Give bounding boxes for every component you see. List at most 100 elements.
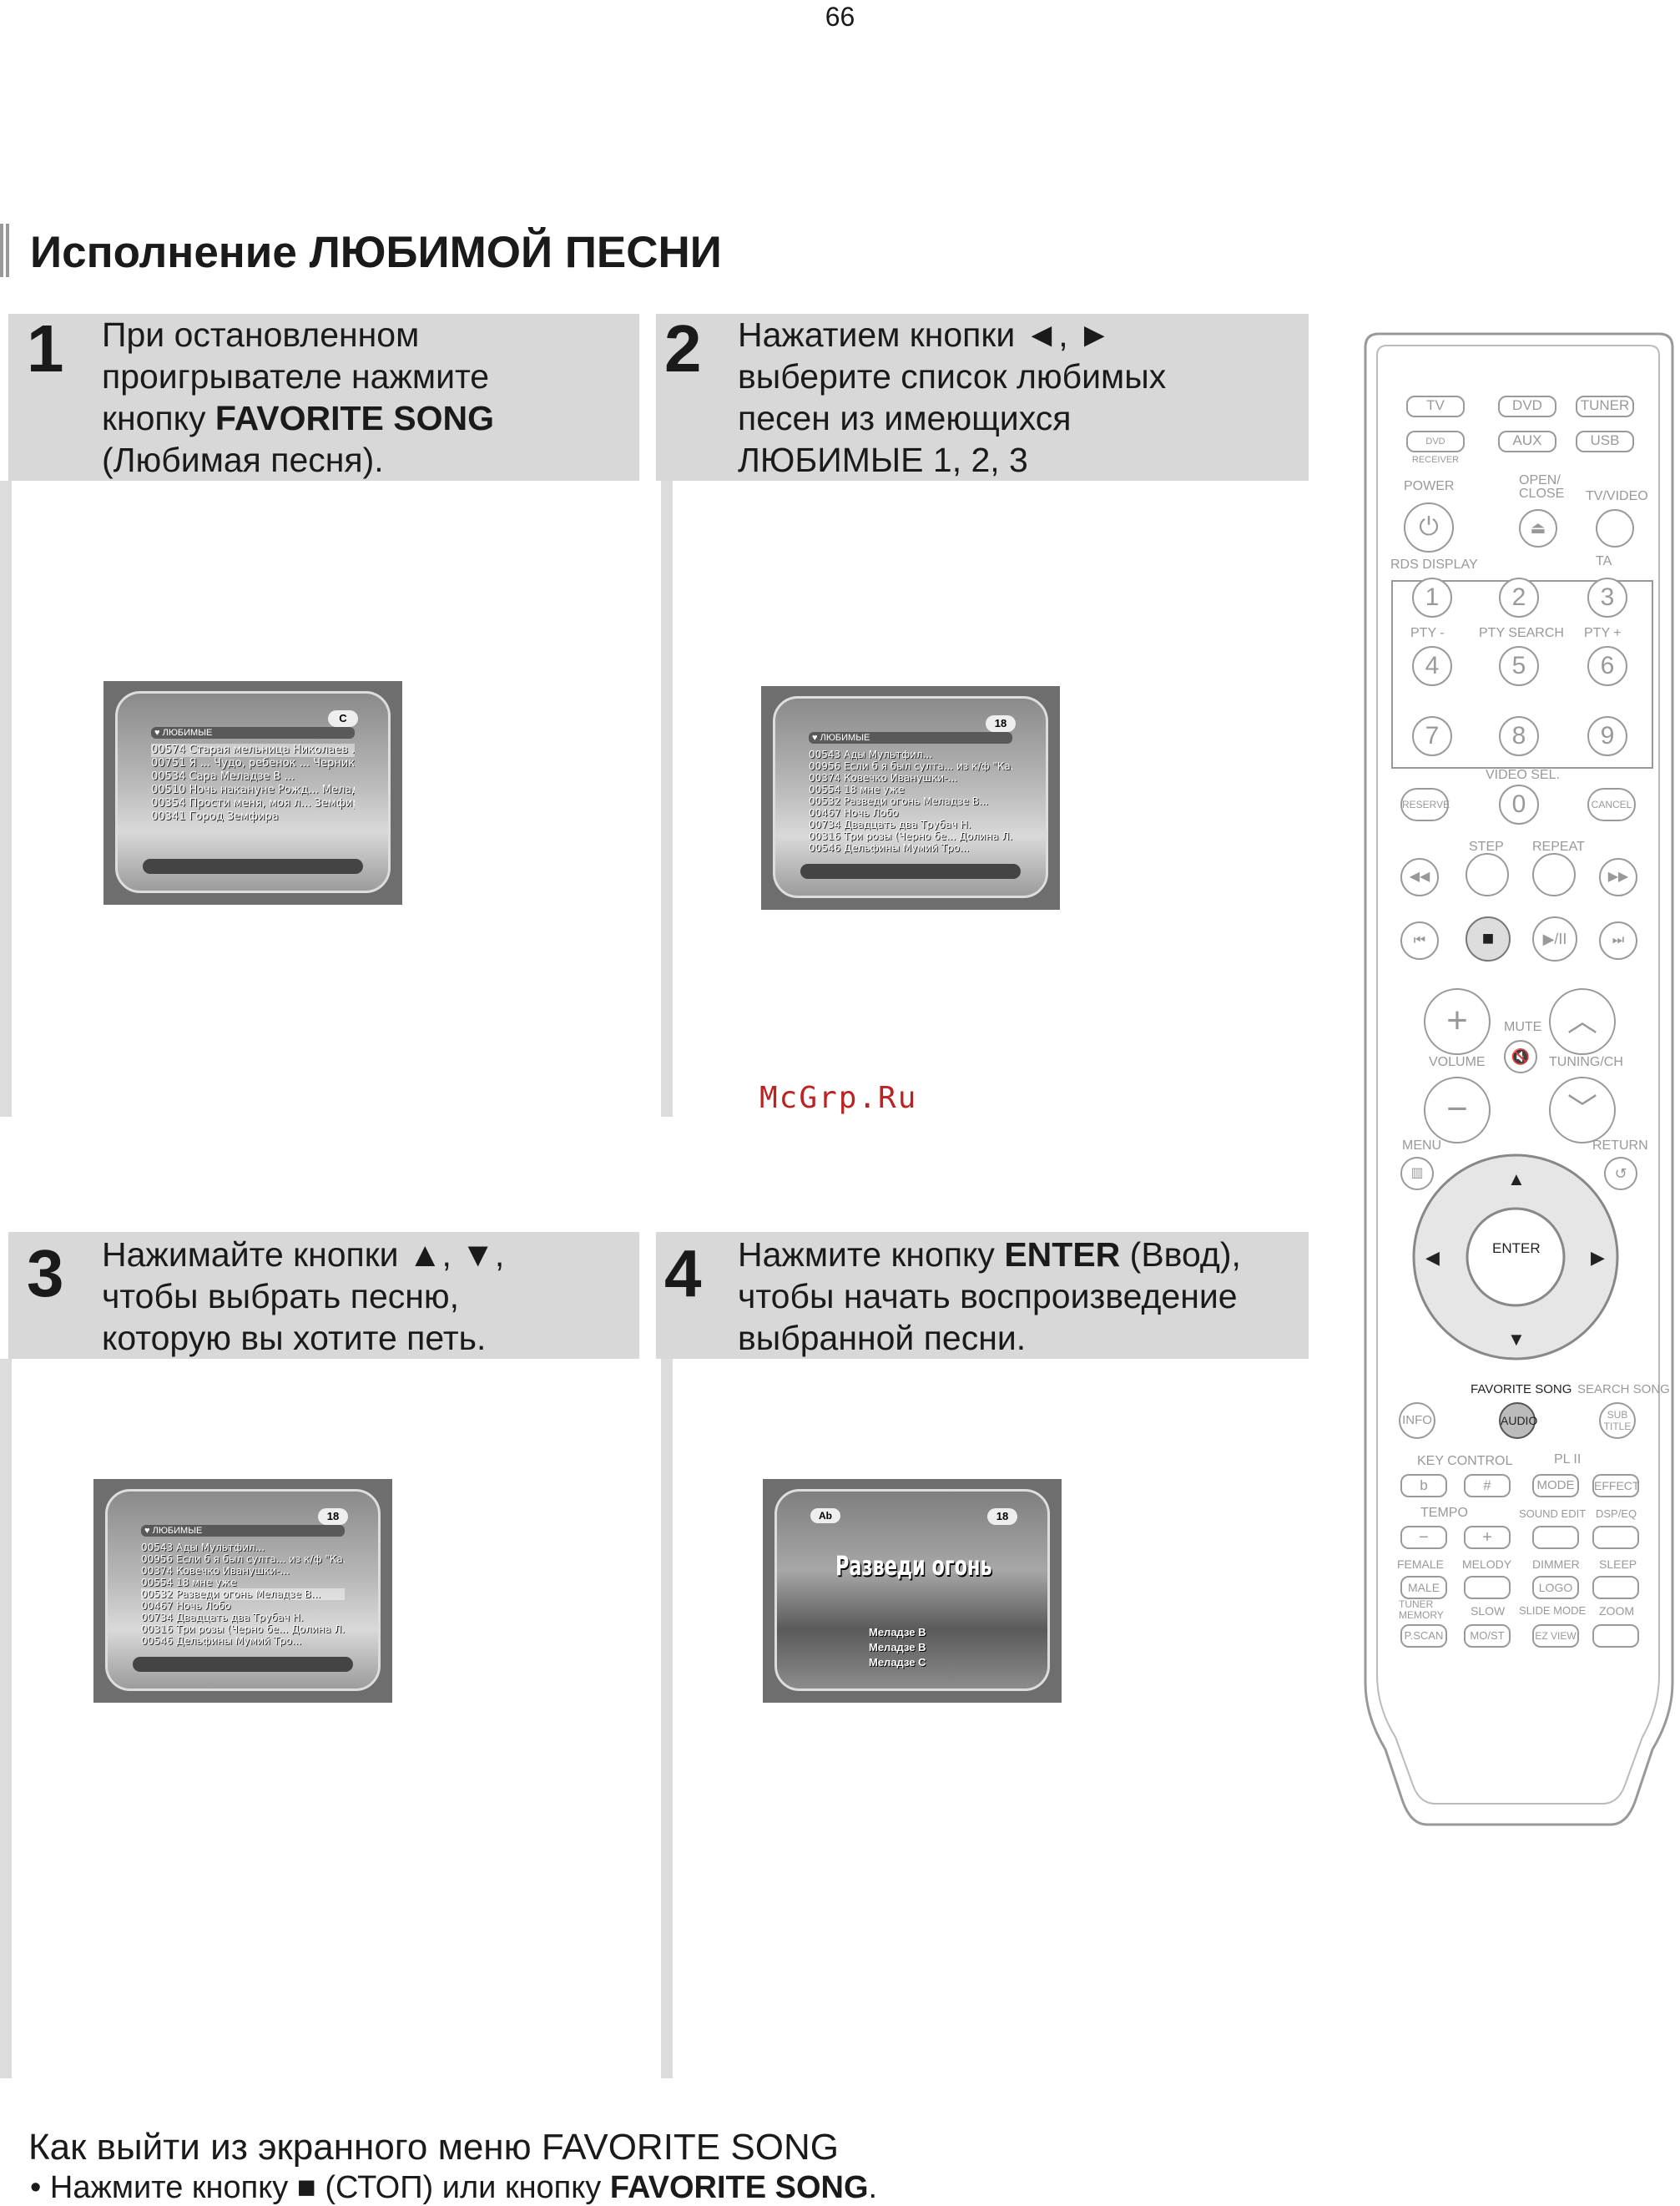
mute-button[interactable]: 🔇	[1504, 1040, 1537, 1073]
tempo-plus-button[interactable]: +	[1464, 1526, 1511, 1549]
enter-button[interactable]: ENTER	[1492, 1240, 1541, 1256]
list-item: 00316 Три розы (Черно бе... Долина Л.	[141, 1623, 345, 1635]
lyric-line: Меладзе С	[869, 1656, 926, 1668]
step-3-text: Нажимайте кнопки ▲, ▼, чтобы выбрать пес…	[102, 1235, 505, 1357]
tv-counter: 18	[987, 1508, 1017, 1525]
mo-st-button[interactable]: MO/ST	[1464, 1624, 1511, 1648]
list-item: 00554 18 мне уже	[809, 784, 905, 795]
digit-9-button[interactable]: 9	[1587, 716, 1627, 756]
search-song-label: SEARCH SONG	[1577, 1382, 1670, 1396]
tuner-mode-button[interactable]: TUNER	[1576, 396, 1634, 417]
cancel-button[interactable]: CANCEL	[1587, 788, 1636, 821]
rewind-button[interactable]: ◀◀	[1400, 858, 1439, 896]
stop-button[interactable]: ■	[1466, 916, 1511, 962]
volume-label: VOLUME	[1429, 1055, 1486, 1069]
digit-8-button[interactable]: 8	[1499, 716, 1539, 756]
repeat-button[interactable]	[1532, 853, 1576, 896]
mode-button[interactable]: MODE	[1532, 1474, 1579, 1497]
logo-button[interactable]: LOGO	[1532, 1576, 1579, 1599]
volume-down-button[interactable]: −	[1424, 1077, 1491, 1143]
melody-button[interactable]	[1464, 1576, 1511, 1599]
reserve-button[interactable]: RESERVE	[1400, 788, 1450, 821]
tv-video-button[interactable]	[1596, 509, 1634, 548]
step-2-text: Нажатием кнопки ◄, ► выберите список люб…	[738, 316, 1167, 479]
exit-heading: Как выйти из экранного меню FAVORITE SON…	[28, 2127, 839, 2168]
digit-1-button[interactable]: 1	[1412, 578, 1452, 618]
zoom-button[interactable]	[1592, 1624, 1639, 1648]
digit-4-button[interactable]: 4	[1412, 646, 1452, 686]
karaoke-key-badge: Ab	[810, 1508, 840, 1523]
sleep-button[interactable]	[1592, 1576, 1639, 1599]
tempo-minus-button[interactable]: −	[1400, 1526, 1447, 1549]
aux-mode-button[interactable]: AUX	[1498, 431, 1556, 452]
previous-button[interactable]: ⏮	[1400, 921, 1439, 960]
p-scan-button[interactable]: P.SCAN	[1400, 1624, 1447, 1648]
ez-view-button[interactable]: EZ VIEW	[1532, 1624, 1579, 1648]
down-arrow-icon[interactable]: ▼	[1507, 1329, 1526, 1350]
right-arrow-icon[interactable]: ▶	[1591, 1247, 1605, 1268]
list-item: 00510 Ночь накануне Рожд... Меладзе В ..…	[151, 784, 355, 796]
digit-7-button[interactable]: 7	[1412, 716, 1452, 756]
tuning-down-button[interactable]: ﹀	[1549, 1077, 1616, 1143]
step-3-box	[8, 1232, 639, 1359]
step-4-divider	[661, 1359, 673, 2078]
karaoke-song-title: Разведи огонь	[835, 1550, 992, 1582]
favorite-song-label: FAVORITE SONG	[1471, 1382, 1572, 1396]
power-button[interactable]: ⏻	[1404, 502, 1454, 553]
digit-3-button[interactable]: 3	[1587, 578, 1627, 618]
tv-mode-button[interactable]: TV	[1406, 396, 1465, 417]
info-button[interactable]: INFO	[1399, 1402, 1435, 1439]
tuning-up-button[interactable]: ︿	[1549, 988, 1616, 1055]
step-1-box	[8, 314, 639, 481]
tv-nav-bar	[800, 864, 1021, 879]
power-label: POWER	[1404, 479, 1455, 493]
male-button[interactable]: MALE	[1400, 1576, 1447, 1599]
subtitle-button[interactable]: SUB TITLE	[1599, 1402, 1636, 1439]
tv-counter: C	[328, 710, 358, 727]
key-sharp-button[interactable]: #	[1464, 1474, 1511, 1497]
dsp-eq-button[interactable]	[1592, 1526, 1639, 1549]
title-decor-bar	[0, 224, 12, 277]
return-button[interactable]: ↺	[1604, 1157, 1637, 1190]
ta-label: TA	[1596, 554, 1612, 568]
tv-song-list: 00574 Старая мельница Николаев ... 00751…	[151, 744, 355, 824]
list-item: 00546 Дельфины Мумий Тро...	[809, 842, 970, 854]
digit-6-button[interactable]: 6	[1587, 646, 1627, 686]
tv-song-list: 00543 Ады Мультфил... 00956 Если б я был…	[809, 749, 1012, 854]
list-item: 00374 Ковечко Иванушки-...	[809, 772, 957, 784]
effect-button[interactable]: EFFECT	[1592, 1474, 1639, 1497]
tv-counter: 18	[318, 1508, 348, 1525]
dvd-mode-button[interactable]: DVD	[1498, 396, 1556, 417]
tv-header-bar: ♥ ЛЮБИМЫЕ	[151, 727, 355, 739]
dvd-receiver-mode-button[interactable]: DVD RECEIVER	[1406, 431, 1465, 465]
list-item: 00374 Ковечко Иванушки-...	[141, 1565, 290, 1577]
digit-2-button[interactable]: 2	[1499, 578, 1539, 618]
remote-control: TV DVD TUNER DVD RECEIVER AUX USB POWER …	[1360, 331, 1680, 1916]
tv-frame: 18 Ab Разведи огонь Меладзе В Меладзе В …	[774, 1489, 1050, 1691]
list-item: 00534 Сара Меладзе В ...	[151, 770, 295, 783]
play-pause-button[interactable]: ▶/II	[1532, 916, 1577, 962]
fast-forward-button[interactable]: ▶▶	[1599, 858, 1637, 896]
pty-search-label: PTY SEARCH	[1479, 626, 1564, 640]
menu-button[interactable]: ▥	[1400, 1157, 1434, 1190]
melody-label: MELODY	[1462, 1557, 1512, 1571]
next-button[interactable]: ⏭	[1599, 921, 1637, 960]
usb-mode-button[interactable]: USB	[1576, 431, 1634, 452]
audio-button[interactable]: AUDIO	[1499, 1402, 1537, 1439]
list-item: 00467 Ночь Лобо	[809, 807, 899, 819]
left-arrow-icon[interactable]: ◀	[1425, 1247, 1440, 1268]
tuner-memory-label: TUNER MEMORY	[1399, 1598, 1444, 1621]
list-item: 00956 Если б я был султа... из к/ф "Ка..…	[809, 760, 1012, 772]
sound-edit-button[interactable]	[1532, 1526, 1579, 1549]
remote-outline	[1364, 332, 1674, 1826]
open-close-button[interactable]: ⏏	[1519, 509, 1557, 548]
return-label: RETURN	[1592, 1138, 1648, 1153]
volume-up-button[interactable]: +	[1424, 988, 1491, 1055]
step-button[interactable]	[1466, 853, 1509, 896]
key-flat-button[interactable]: b	[1400, 1474, 1447, 1497]
digit-0-button[interactable]: 0	[1499, 785, 1539, 825]
up-arrow-icon[interactable]: ▲	[1507, 1169, 1526, 1189]
digit-5-button[interactable]: 5	[1499, 646, 1539, 686]
tv-header-bar: ♥ ЛЮБИМЫЕ	[809, 732, 1012, 744]
step-2-number: 2	[664, 311, 702, 386]
